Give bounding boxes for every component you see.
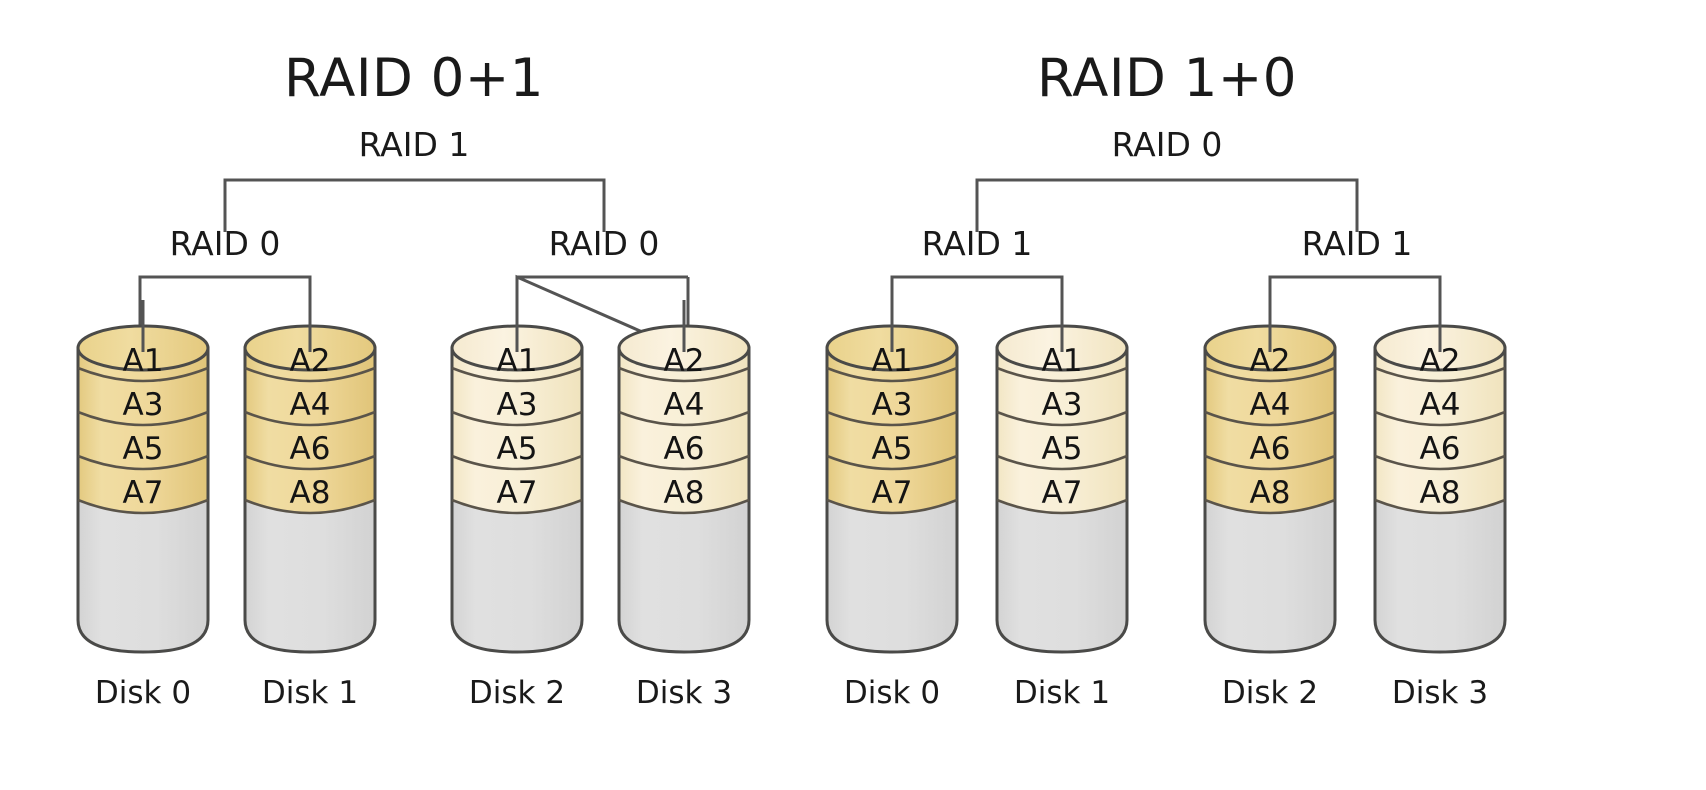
block-label: A8 xyxy=(1420,475,1461,511)
block-label: A6 xyxy=(664,431,705,467)
block-label: A4 xyxy=(664,387,705,423)
connector-top-level-right xyxy=(975,178,1359,232)
block-label: A5 xyxy=(872,431,913,467)
block-label: A3 xyxy=(872,387,913,423)
disk-left-2[interactable]: A1 A3 A5 A7 Disk 2 xyxy=(450,324,584,711)
disk-right-2[interactable]: A2 A4 A6 A8 Disk 2 xyxy=(1203,324,1337,711)
diagram-raid-1-plus-0: RAID 1+0 RAID 0 RAID 1 RAID 1 A1 A3 A xyxy=(825,48,1507,711)
disk-name-label: Disk 1 xyxy=(1014,675,1110,711)
subgroup-label-left-1: RAID 0 xyxy=(170,224,281,263)
block-label: A6 xyxy=(1420,431,1461,467)
block-label: A7 xyxy=(1042,475,1083,511)
disk-name-label: Disk 2 xyxy=(469,675,565,711)
block-label: A8 xyxy=(664,475,705,511)
disk-right-3[interactable]: A2 A4 A6 A8 Disk 3 xyxy=(1373,324,1507,711)
disk-right-1[interactable]: A1 A3 A5 A7 Disk 1 xyxy=(995,324,1129,711)
block-label: A7 xyxy=(497,475,538,511)
top-level-label-left: RAID 1 xyxy=(359,125,470,164)
block-label: A3 xyxy=(123,387,164,423)
connector-top-level-left xyxy=(223,178,606,232)
disk-name-label: Disk 0 xyxy=(844,675,940,711)
diagram-title-raid-0-plus-1: RAID 0+1 xyxy=(284,48,544,109)
disk-right-0[interactable]: A1 A3 A5 A7 Disk 0 xyxy=(825,324,959,711)
disk-name-label: Disk 0 xyxy=(95,675,191,711)
block-label: A7 xyxy=(872,475,913,511)
disk-left-3[interactable]: A2 A4 A6 A8 Disk 3 xyxy=(617,324,751,711)
block-label: A3 xyxy=(1042,387,1083,423)
disk-name-label: Disk 3 xyxy=(636,675,732,711)
block-label: A4 xyxy=(1420,387,1461,423)
top-level-label-right: RAID 0 xyxy=(1112,125,1223,164)
block-label: A5 xyxy=(497,431,538,467)
block-label: A7 xyxy=(123,475,164,511)
disk-name-label: Disk 3 xyxy=(1392,675,1488,711)
disk-name-label: Disk 1 xyxy=(262,675,358,711)
block-label: A6 xyxy=(290,431,331,467)
disk-name-label: Disk 2 xyxy=(1222,675,1318,711)
disk-left-1[interactable]: A2 A4 A6 A8 Disk 1 xyxy=(243,324,377,711)
subgroup-label-left-2: RAID 0 xyxy=(549,224,660,263)
block-label: A4 xyxy=(290,387,331,423)
block-label: A8 xyxy=(290,475,331,511)
subgroup-label-right-2: RAID 1 xyxy=(1302,224,1413,263)
disk-left-0[interactable]: A1 A3 A5 A7 Disk 0 xyxy=(76,324,210,711)
diagram-raid-0-plus-1: RAID 0+1 RAID 1 RAID 0 RAID 0 xyxy=(76,48,751,711)
diagram-title-raid-1-plus-0: RAID 1+0 xyxy=(1037,48,1297,109)
subgroup-label-right-1: RAID 1 xyxy=(922,224,1033,263)
block-label: A5 xyxy=(123,431,164,467)
block-label: A3 xyxy=(497,387,538,423)
block-label: A4 xyxy=(1250,387,1291,423)
block-label: A6 xyxy=(1250,431,1291,467)
block-label: A8 xyxy=(1250,475,1291,511)
block-label: A5 xyxy=(1042,431,1083,467)
